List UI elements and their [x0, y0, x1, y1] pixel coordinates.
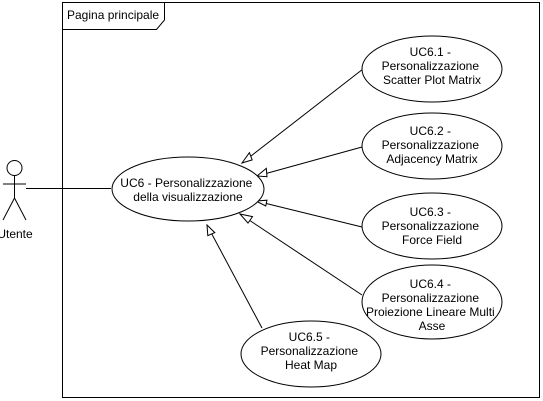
relation-uc61 [240, 68, 364, 164]
use-case-ellipse [361, 264, 503, 340]
relation-line [256, 146, 363, 177]
use-case-label: UC6.4 - Personalizzazione Proiezione Lin… [366, 277, 498, 333]
use-case-uc6-4[interactable]: UC6.4 - Personalizzazione Proiezione Lin… [361, 264, 503, 340]
relation-uc65 [206, 223, 263, 329]
use-case-label: UC6.5 - Personalizzazione Heat Map [261, 330, 362, 372]
use-case-ellipse [111, 156, 265, 222]
use-case-label: UC6.2 - Personalizzazione Adjacency Matr… [382, 124, 483, 166]
relation-line [241, 68, 364, 164]
relation-line [206, 224, 263, 329]
actor-right-leg [14, 197, 27, 221]
use-case-label: UC6.1 - Personalizzazione Scatter Plot M… [382, 45, 483, 87]
arrow-head [255, 167, 268, 178]
use-case-ellipse [240, 320, 382, 388]
system-frame-tab [62, 2, 165, 30]
actor-utente[interactable]: Utente [0, 160, 33, 242]
actor-label: Utente [0, 227, 33, 241]
actor-head [6, 160, 23, 176]
relation-uc62 [255, 146, 363, 178]
actor-left-leg [2, 197, 15, 221]
arrow-head [240, 151, 253, 164]
arrow-head [206, 223, 216, 237]
use-case-ellipse [361, 112, 503, 180]
use-case-uc6-1[interactable]: UC6.1 - Personalizzazione Scatter Plot M… [361, 35, 503, 103]
relation-line [239, 213, 363, 296]
use-case-uc6-3[interactable]: UC6.3 - Personalizzazione Force Field [361, 192, 503, 260]
use-case-uc6-2[interactable]: UC6.2 - Personalizzazione Adjacency Matr… [361, 112, 503, 180]
use-case-ellipse [361, 35, 503, 103]
use-case-uc6[interactable]: UC6 - Personalizzazione della visualizza… [111, 156, 265, 222]
use-case-ellipse [361, 192, 503, 260]
system-frame-title: Pagina principale [67, 8, 159, 22]
use-case-label: UC6.3 - Personalizzazione Force Field [382, 205, 483, 247]
use-case-label: UC6 - Personalizzazione della visualizza… [120, 176, 255, 204]
relation-line [255, 200, 363, 228]
use-case-uc6-5[interactable]: UC6.5 - Personalizzazione Heat Map [240, 320, 382, 388]
arrow-head [238, 213, 254, 224]
relation-uc64 [238, 213, 363, 296]
